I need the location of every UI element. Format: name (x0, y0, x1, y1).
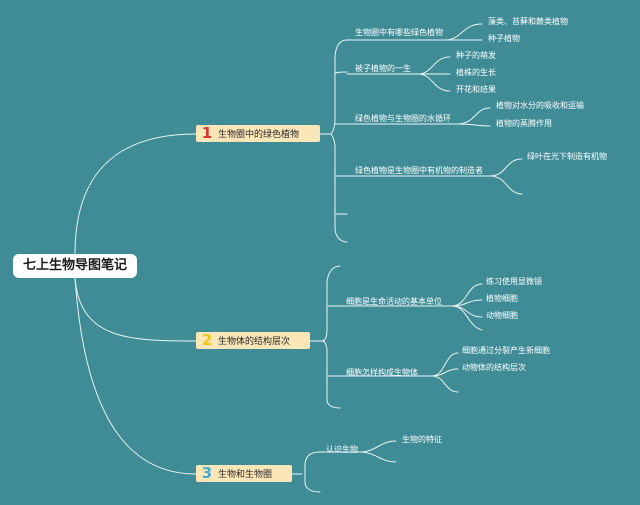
connector-root-branch-3 (74, 277, 197, 475)
connector-root-branch-2 (74, 277, 197, 342)
topic-2-1: 细胞是生命活动的基本单位 (346, 297, 442, 306)
connector-root-branch-1 (74, 133, 197, 255)
branch-2-number: 2 (201, 331, 213, 349)
leaf-1-1-1: 藻类、苔藓和蕨类植物 (488, 17, 568, 26)
branch-1-number: 1 (201, 124, 213, 142)
topic-3-1: 认识生物 (326, 445, 358, 454)
topic-1-4: 绿色植物是生物圈中有机物的制造者 (355, 166, 483, 175)
branch-1: 1 生物圈中的绿色植物 (196, 125, 320, 142)
branch-2-label: 生物体的结构层次 (218, 337, 291, 347)
leaf-2-1-2: 植物细胞 (486, 294, 518, 303)
leaf-2-1-1: 练习使用显微镜 (486, 277, 542, 286)
leaf-1-2-2: 植株的生长 (456, 68, 496, 77)
branch-3-number: 3 (201, 464, 213, 482)
root-node: 七上生物导图笔记 (13, 254, 137, 278)
leaf-1-2-3: 开花和结果 (456, 85, 496, 94)
leaf-1-4-1: 绿叶在光下制造有机物 (527, 152, 607, 161)
leaf-1-3-2: 植物的蒸腾作用 (496, 119, 552, 128)
topic-2-2: 细胞怎样构成生物体 (346, 368, 418, 377)
topic-1-2: 被子植物的一生 (355, 64, 411, 73)
branch-3: 3 生物和生物圈 (196, 465, 292, 482)
branch-2: 2 生物体的结构层次 (196, 332, 310, 349)
topic-1-1: 生物圈中有哪些绿色植物 (355, 28, 443, 37)
leaf-1-1-2: 种子植物 (488, 34, 520, 43)
leaf-1-2-1: 种子的萌发 (456, 51, 496, 60)
leaf-2-2-2: 动物体的结构层次 (462, 363, 526, 372)
topic-1-3: 绿色植物与生物圈的水循环 (355, 114, 451, 123)
branch-3-label: 生物和生物圈 (218, 470, 273, 480)
leaf-1-3-1: 植物对水分的吸收和运输 (496, 101, 584, 110)
leaf-2-2-1: 细胞通过分裂产生新细胞 (462, 346, 550, 355)
leaf-2-1-3: 动物细胞 (486, 311, 518, 320)
branch-1-label: 生物圈中的绿色植物 (218, 130, 300, 140)
leaf-3-1-1: 生物的特征 (402, 435, 442, 444)
